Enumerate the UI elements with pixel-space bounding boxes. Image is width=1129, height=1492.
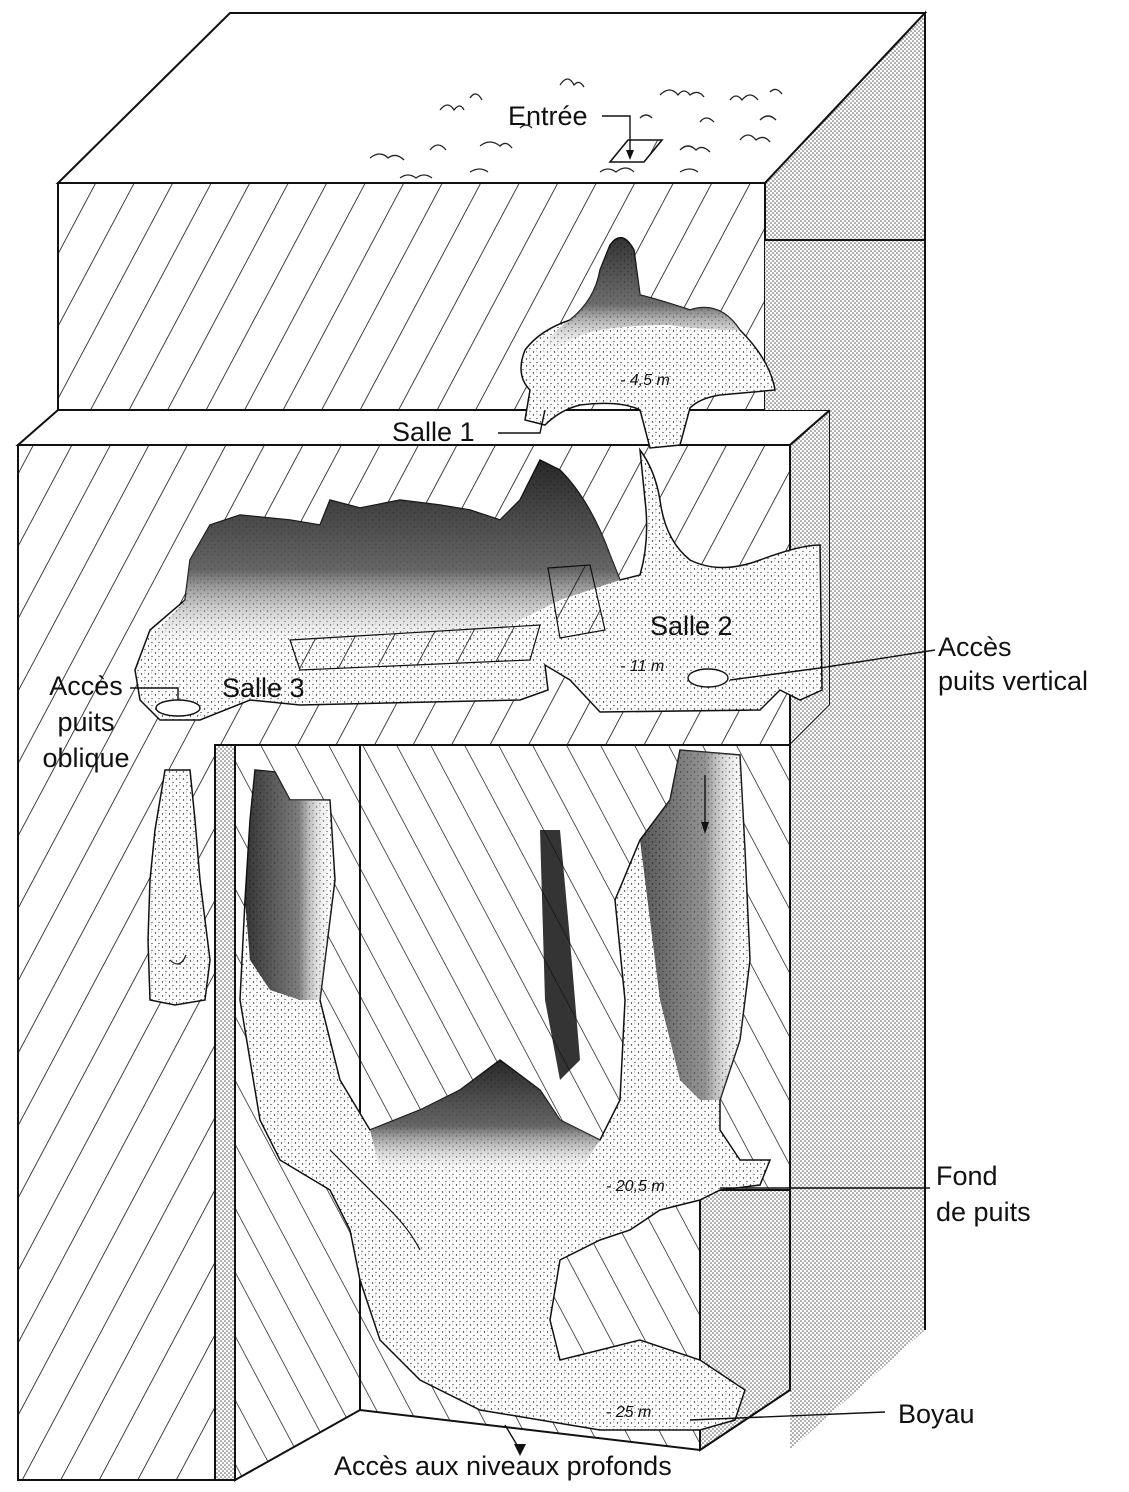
label-fond-line: Fond: [936, 1158, 1031, 1194]
label-oblique-line: oblique: [36, 740, 136, 776]
depth-fond-de-puits: - 20,5 m: [606, 1178, 665, 1196]
label-acces-line: Accès: [36, 668, 136, 704]
depth-salle-1: - 4,5 m: [620, 372, 670, 390]
label-acces-puits-oblique: Accès puits oblique: [36, 668, 136, 776]
label-boyau: Boyau: [898, 1398, 975, 1430]
label-puits-vertical-line: puits vertical: [938, 664, 1088, 698]
label-acces-puits-vertical: Accès puits vertical: [938, 630, 1088, 698]
label-de-puits-line: de puits: [936, 1194, 1031, 1230]
label-acces-line: Accès: [938, 630, 1088, 664]
depth-salle-2: - 11 m: [620, 658, 664, 676]
label-fond-de-puits: Fond de puits: [936, 1158, 1031, 1230]
vertical-shaft-opening: [688, 669, 728, 687]
label-salle-1: Salle 1: [392, 416, 475, 448]
label-acces-niveaux-profonds: Accès aux niveaux profonds: [334, 1450, 672, 1482]
oblique-shaft-opening: [156, 700, 200, 716]
label-puits-line: puits: [36, 704, 136, 740]
lower-left-edge: [215, 745, 235, 1480]
label-salle-2: Salle 2: [650, 610, 733, 642]
label-salle-3: Salle 3: [222, 672, 305, 704]
depth-boyau: - 25 m: [606, 1404, 651, 1422]
label-entree: Entrée: [508, 100, 588, 132]
